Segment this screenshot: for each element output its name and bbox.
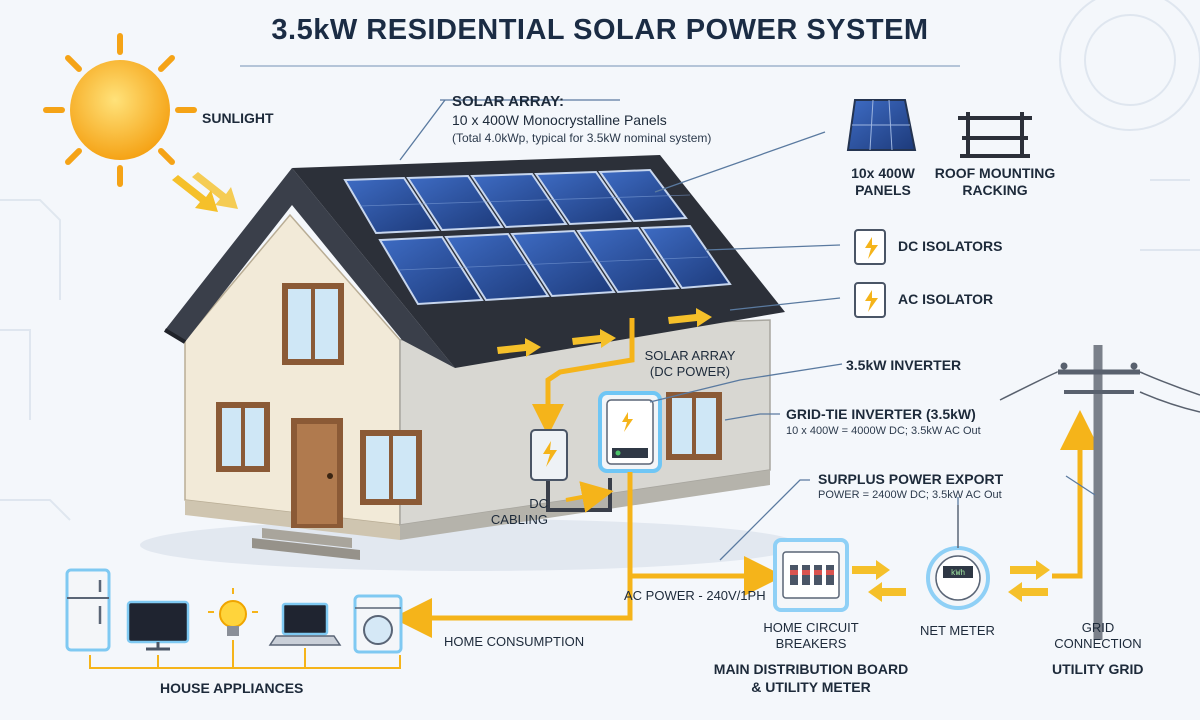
breakers-label-line2: BREAKERS <box>775 636 847 651</box>
meter-reading: kWh <box>951 569 966 578</box>
breakers-label: HOME CIRCUIT BREAKERS <box>752 620 870 652</box>
array-dc-label-line2: (DC POWER) <box>649 364 731 379</box>
roof-flow-arrows <box>497 308 712 357</box>
home-consumption-line <box>392 576 633 638</box>
house-appliances-label: HOUSE APPLIANCES <box>160 680 304 696</box>
grid-tie-sub: 10 x 400W = 4000W DC; 3.5kW AC Out <box>786 425 981 437</box>
dc-cable <box>532 318 635 513</box>
grid-tie-title: GRID-TIE INVERTER (3.5kW) <box>786 406 976 422</box>
page-title: 3.5kW RESIDENTIAL SOLAR POWER SYSTEM <box>271 14 929 46</box>
ac-power-label: AC POWER - 240V/1PH <box>624 588 766 603</box>
grid-connection-label: GRID CONNECTION <box>1050 620 1146 652</box>
ac-isolator-icon <box>854 282 886 318</box>
panels-label-line2: PANELS <box>855 182 911 198</box>
solar-panel <box>378 235 484 306</box>
sunlight-label: SUNLIGHT <box>202 110 274 126</box>
panels-label: 10x 400W PANELS <box>838 165 928 199</box>
net-meter-icon: kWh <box>926 505 990 610</box>
light-bulb-icon <box>208 588 258 636</box>
front-steps <box>252 528 360 560</box>
solar-panel <box>640 224 732 290</box>
inverter-icon <box>598 391 662 473</box>
washing-machine-icon <box>353 594 403 654</box>
solar-panel-icon <box>846 99 917 151</box>
breakers-label-line1: HOME CIRCUIT <box>763 620 859 635</box>
main-distribution-label: MAIN DISTRIBUTION BOARD & UTILITY METER <box>700 660 922 696</box>
dc-isolators-label: DC ISOLATORS <box>898 238 1003 254</box>
solar-panel <box>444 232 550 302</box>
grid-flow-arrows <box>852 560 1050 602</box>
main-distribution-label-line2: & UTILITY METER <box>751 679 871 695</box>
dc-isolator-box <box>530 429 568 481</box>
surplus-sub: POWER = 2400W DC; 3.5kW AC Out <box>818 489 1002 501</box>
front-door <box>291 418 343 528</box>
inverter-label: 3.5kW INVERTER <box>846 357 962 373</box>
export-line <box>1052 410 1100 579</box>
solar-panel <box>598 168 688 223</box>
solar-array-note: (Total 4.0kWp, typical for 3.5kW nominal… <box>452 131 712 145</box>
array-dc-label-line1: SOLAR ARRAY <box>644 348 736 363</box>
solar-panel <box>534 170 632 226</box>
left-window <box>216 402 270 472</box>
racking-label-line1: ROOF MOUNTING <box>934 165 1056 181</box>
utility-grid-label: UTILITY GRID <box>1052 661 1144 677</box>
sunlight-arrows <box>172 172 238 212</box>
distribution-board-icon <box>773 538 849 612</box>
grid-connection-label-line1: GRID <box>1081 620 1115 635</box>
dc-cabling-label-line2: CABLING <box>490 512 548 527</box>
solar-array <box>343 168 732 306</box>
sun-icon <box>43 33 197 187</box>
utility-pole-icon <box>999 345 1200 640</box>
gable-window <box>282 283 344 365</box>
grid-connection-label-line2: CONNECTION <box>1054 636 1142 651</box>
leader-lines <box>399 99 1096 561</box>
net-meter-label: NET METER <box>920 623 995 638</box>
appliances <box>65 568 403 669</box>
background-decoration <box>0 0 1200 521</box>
racking-label: ROOF MOUNTING RACKING <box>930 165 1060 199</box>
tv-icon <box>126 600 190 651</box>
solar-array-title: SOLAR ARRAY: <box>452 93 564 110</box>
surplus-title: SURPLUS POWER EXPORT <box>818 471 1004 487</box>
solar-panel <box>510 229 616 298</box>
home-consumption-label: HOME CONSUMPTION <box>444 634 585 649</box>
laptop-icon <box>268 602 342 646</box>
right-window <box>360 430 422 505</box>
solar-panel <box>343 176 440 235</box>
array-dc-label: SOLAR ARRAY (DC POWER) <box>640 348 740 380</box>
side-window <box>666 392 722 460</box>
dc-isolator-icon <box>854 229 886 265</box>
refrigerator-icon <box>65 568 111 652</box>
racking-icon <box>958 112 1032 158</box>
main-distribution-label-line1: MAIN DISTRIBUTION BOARD <box>713 661 909 677</box>
panels-label-line1: 10x 400W <box>851 165 915 181</box>
dc-cabling-label: DC CABLING <box>488 496 548 528</box>
solar-array-description: 10 x 400W Monocrystalline Panels <box>452 112 667 128</box>
racking-label-line2: RACKING <box>962 182 1028 198</box>
dc-cabling-label-line1: DC <box>529 496 548 511</box>
ac-isolator-label: AC ISOLATOR <box>898 291 994 307</box>
